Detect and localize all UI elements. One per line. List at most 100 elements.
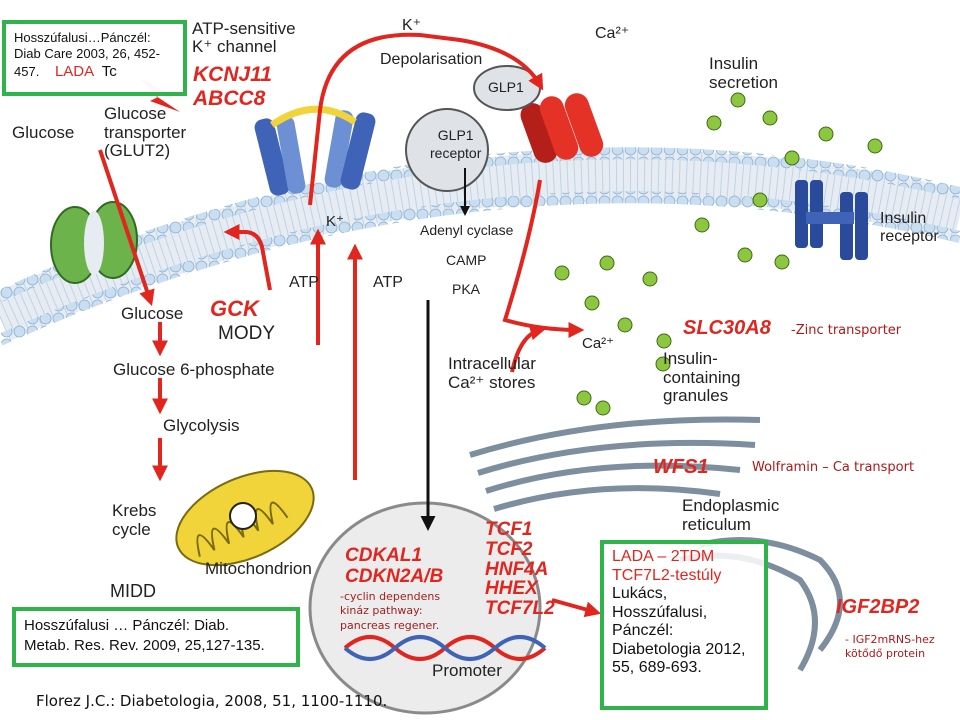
wolframin-note: Wolframin – Ca transport xyxy=(752,460,915,475)
midd-label: MIDD xyxy=(110,581,156,601)
gene-wfs1: WFS1 xyxy=(653,456,709,478)
katp-label-line: K⁺ channel xyxy=(192,37,277,57)
tcf7l2-testuly-label: TCF7L2-testúly xyxy=(612,566,722,584)
midd-ref-line: Hosszúfalusi … Pánczél: Diab. xyxy=(24,617,230,634)
dna-helix xyxy=(343,635,547,661)
gene-cdkal1: CDKAL1 xyxy=(345,545,423,566)
mitochondrion-label: Mitochondrion xyxy=(205,559,312,578)
insulin-granules-label: Insulin- containing granules xyxy=(663,349,741,406)
ca-stores-line: Ca²⁺ stores xyxy=(448,372,536,392)
tc-label: Tc xyxy=(101,62,117,80)
er-line: Endoplasmic xyxy=(682,496,780,515)
insulin-receptor-line: receptor xyxy=(880,227,939,245)
glut2-transporter xyxy=(50,201,138,284)
gene-hnf4a: HNF4A xyxy=(485,558,549,580)
ca-stores-label: Intracellular Ca²⁺ stores xyxy=(448,354,536,392)
ca-ion-top-label: Ca²⁺ xyxy=(595,25,630,42)
reference-box-lada-tc: Hosszúfalusi…Pánczél: Diab Care 2003, 26… xyxy=(2,20,187,96)
glucose-outside-label: Glucose xyxy=(12,123,75,142)
gene-tcf7l2: TCF7L2 xyxy=(485,598,555,619)
cyclin-note-line: -cyclin dependens xyxy=(340,590,441,603)
glucose-6-phosphate-label: Glucose 6-phosphate xyxy=(113,360,275,379)
cyclin-note-line: kináz pathway: xyxy=(340,604,423,618)
cyclin-pathway-note: -cyclin dependens kináz pathway: pancrea… xyxy=(340,590,440,633)
insulin-secretion-label: Insulin secretion xyxy=(709,54,778,92)
ca-stores-line: Intracellular xyxy=(448,354,536,373)
lada-ref-line: Diabetologia 2012, xyxy=(612,640,746,658)
mody-label: MODY xyxy=(218,323,275,344)
gene-slc30a8: SLC30A8 xyxy=(683,317,771,339)
insulin-secretion-line: secretion xyxy=(709,72,778,92)
glut2-label-line: (GLUT2) xyxy=(104,141,171,161)
gene-tcf2: TCF2 xyxy=(485,538,533,560)
atp-label: ATP xyxy=(289,274,319,291)
reference-line: Hosszúfalusi…Pánczél: xyxy=(14,30,151,45)
gene-gck: GCK xyxy=(210,296,259,321)
insulin-secretion-line: Insulin xyxy=(709,54,759,73)
promoter-label: Promoter xyxy=(432,661,502,680)
lada-2tdm-label: LADA – 2TDM xyxy=(612,548,715,565)
reference-box-midd: Hosszúfalusi … Pánczél: Diab. Metab. Res… xyxy=(12,607,300,667)
krebs-cycle-label: Krebs cycle xyxy=(112,501,157,539)
gene-igf2bp2: IGF2BP2 xyxy=(836,596,920,618)
glp1-receptor-label: GLP1 receptor xyxy=(430,126,481,162)
gene-hhex: HHEX xyxy=(485,578,538,600)
pka-label: PKA xyxy=(452,281,481,297)
krebs-line: Krebs xyxy=(112,501,157,520)
glucose-inside-label: Glucose xyxy=(121,304,184,323)
endoplasmic-reticulum-label: Endoplasmic reticulum xyxy=(682,496,780,534)
gene-cdkn2ab: CDKN2A/B xyxy=(345,566,444,587)
lada-ref-line: Pánczél: xyxy=(612,622,674,640)
k-ion-top-label: K⁺ xyxy=(402,17,422,34)
granules-line: containing xyxy=(663,367,741,387)
lada-label: LADA xyxy=(54,62,95,80)
glut2-label-line: transporter xyxy=(104,122,187,142)
reference-line-3: 457. LADA Tc xyxy=(14,63,175,82)
glut2-label-line: Glucose xyxy=(104,104,167,123)
camp-label: CAMP xyxy=(446,252,487,268)
igf2-binding-note: - IGF2mRNS-hez kötődő protein xyxy=(845,633,935,662)
reference-box-lada-tcf7l2: LADA – 2TDM TCF7L2-testúly Lukács, Hossz… xyxy=(600,540,768,710)
glp1-receptor xyxy=(405,65,541,192)
footer-reference: Florez J.C.: Diabetologia, 2008, 51, 110… xyxy=(36,692,388,710)
gene-abcc8: ABCC8 xyxy=(193,87,266,110)
midd-ref-line: Metab. Res. Rev. 2009, 25,127-135. xyxy=(24,636,265,654)
er-line: reticulum xyxy=(682,514,751,534)
mitochondrion xyxy=(175,469,315,567)
katp-channel-label: ATP-sensitive K⁺ channel xyxy=(192,19,296,57)
katp-label-line: ATP-sensitive xyxy=(192,19,296,38)
atp-label: ATP xyxy=(373,274,403,291)
granules-line: Insulin- xyxy=(663,349,718,368)
katp-channel xyxy=(254,105,376,196)
krebs-line: cycle xyxy=(112,519,151,539)
glp1-receptor-line: GLP1 xyxy=(437,127,474,143)
igf2-note-line: - IGF2mRNS-hez xyxy=(845,633,935,646)
k-ion-inner-label: K⁺ xyxy=(326,213,344,230)
lada-ref-line: 55, 689-693. xyxy=(612,659,702,677)
adenyl-cyclase-label: Adenyl cyclase xyxy=(420,222,514,238)
gene-kcnj11: KCNJ11 xyxy=(193,63,272,86)
lada-ref-line: Lukács, xyxy=(612,585,668,603)
ca-ion-inner-label: Ca²⁺ xyxy=(582,335,615,352)
insulin-receptor-line: Insulin xyxy=(880,210,927,227)
tcf-gene-stack: TCF1 TCF2 HNF4A HHEX TCF7L2 xyxy=(485,520,555,619)
glp1-label: GLP1 xyxy=(488,79,524,95)
glut2-label: Glucose transporter (GLUT2) xyxy=(104,104,187,161)
glp1-receptor-line: receptor xyxy=(430,145,482,162)
granules-line: granules xyxy=(663,386,729,406)
glycolysis-label: Glycolysis xyxy=(163,416,240,435)
gene-tcf1: TCF1 xyxy=(485,519,533,540)
reference-year: 457. xyxy=(14,63,40,79)
reference-line: Diab Care 2003, 26, 452- xyxy=(14,46,160,62)
zinc-transporter-note: -Zinc transporter xyxy=(791,323,902,338)
depolarisation-label: Depolarisation xyxy=(380,51,483,68)
insulin-receptor-label: Insulin receptor xyxy=(880,210,939,245)
calcium-channel xyxy=(520,93,604,163)
pathway-arrows xyxy=(98,32,602,618)
lada-ref-line: Hosszúfalusi, xyxy=(612,603,708,621)
insulin-granules xyxy=(554,92,883,416)
cyclin-note-line: pancreas regener. xyxy=(340,618,440,632)
igf2-note-line: kötődő protein xyxy=(845,647,926,661)
